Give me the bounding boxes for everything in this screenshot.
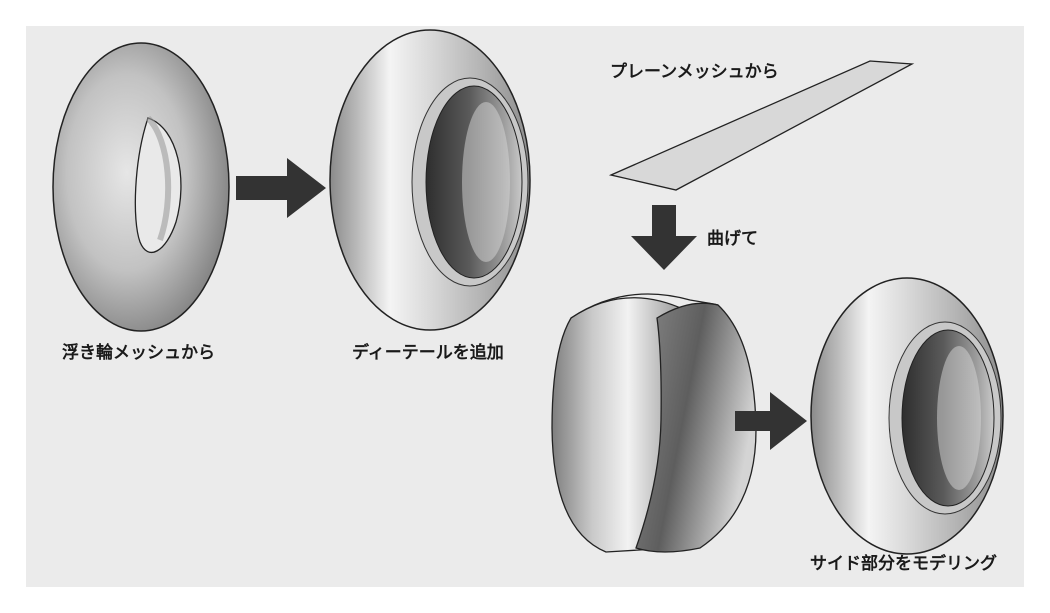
arrow-right-2 (735, 392, 807, 450)
modeled-tire (810, 277, 1004, 555)
plane-mesh (608, 60, 915, 191)
side-modeling-label: サイド部分をモデリング (810, 554, 997, 574)
detailed-tire (329, 29, 531, 331)
plane-label: プレーンメッシュから (610, 62, 779, 82)
torus-mesh (52, 42, 230, 332)
bend-label: 曲げて (707, 229, 758, 249)
arrow-right-1 (236, 158, 326, 218)
arrow-down (631, 205, 697, 270)
bent-band (551, 293, 757, 553)
detail-label: ディーテールを追加 (352, 343, 504, 363)
torus-label: 浮き輪メッシュから (62, 343, 215, 363)
